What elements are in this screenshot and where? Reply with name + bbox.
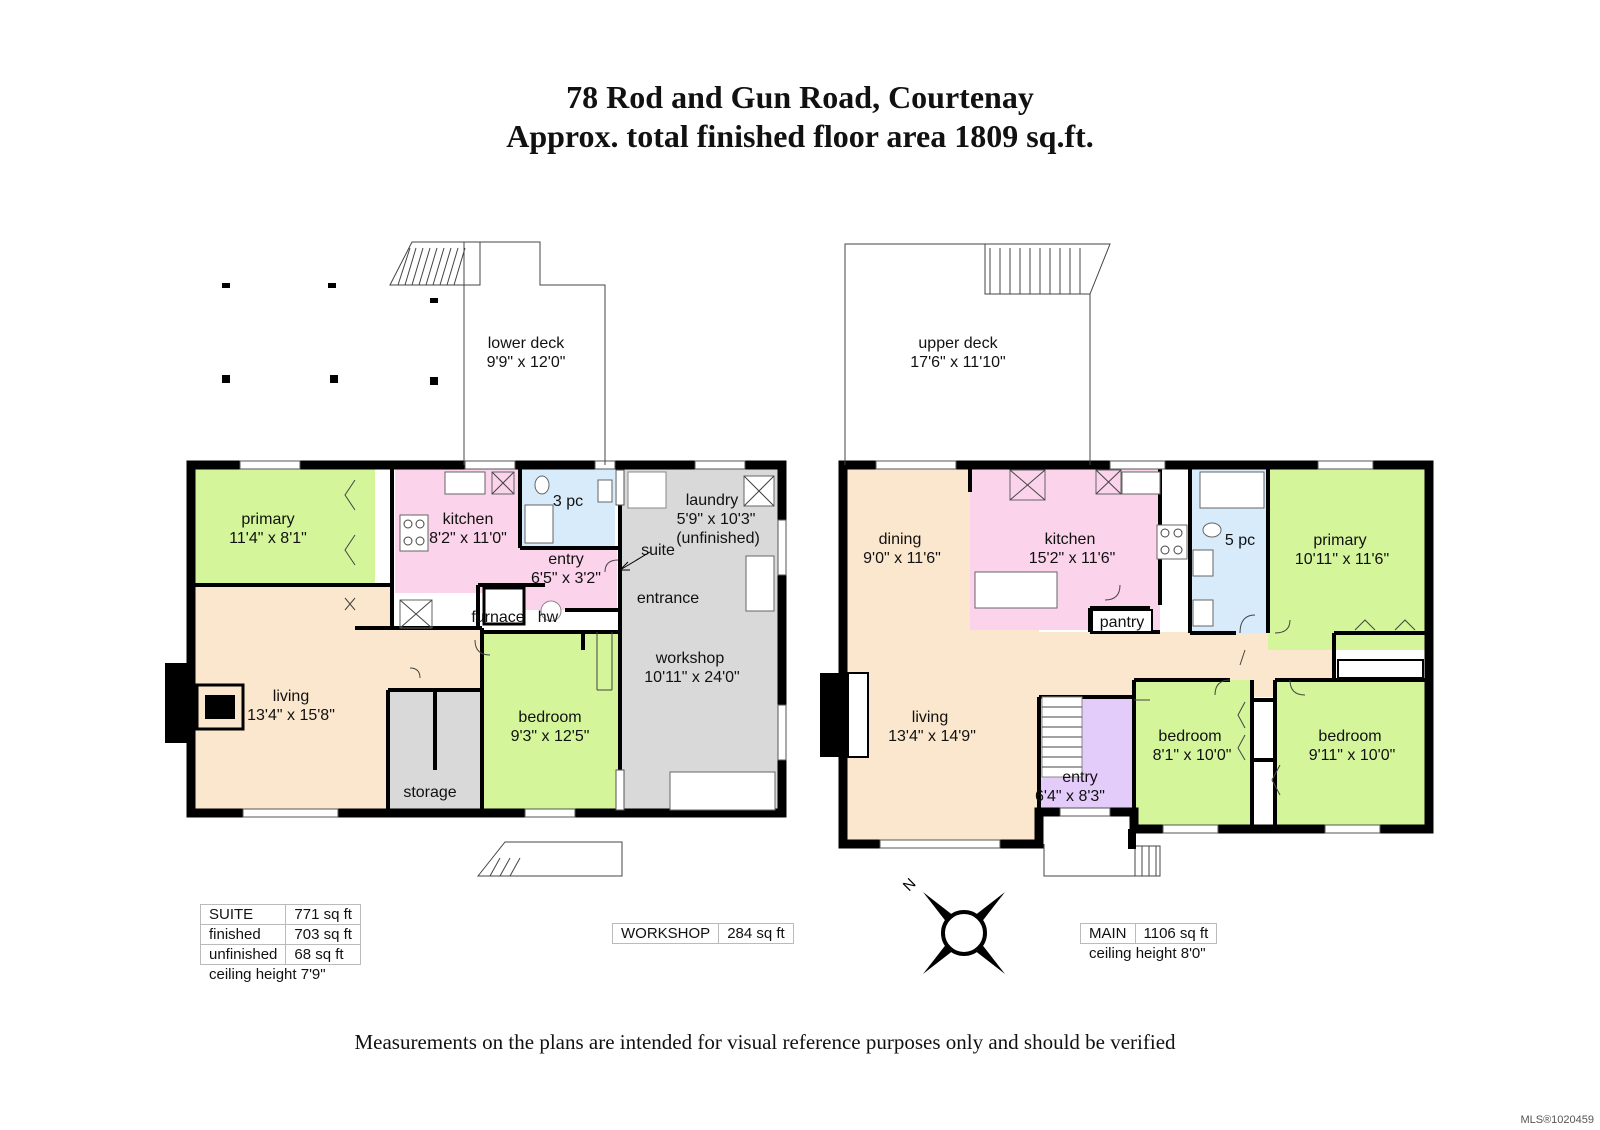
area-label: SUITE <box>199 904 287 925</box>
fireplace-hearth <box>195 683 245 731</box>
total-area-title: Approx. total finished floor area 1809 s… <box>506 118 1094 154</box>
suite-bedroom-name: bedroom <box>518 709 581 726</box>
suite-living-size: 13'4" x 15'8" <box>247 707 335 724</box>
lower-deck-size: 9'9" x 12'0" <box>487 354 566 371</box>
workshop-area-value: 284 sq ft <box>718 923 794 944</box>
suite-living-name: living <box>273 688 309 705</box>
storage-label: storage <box>403 784 456 801</box>
main-chimney <box>820 673 848 757</box>
suite-hall <box>390 628 482 688</box>
workshop-name: workshop <box>655 650 725 667</box>
bedroom-a-size: 8'1" x 10'0" <box>1153 747 1232 764</box>
main-area-value: 1106 sq ft <box>1134 923 1218 944</box>
suite-entry-name: entry <box>548 551 584 568</box>
main-entry-size: 6'4" x 8'3" <box>1035 788 1105 805</box>
suite-entrance-line1: suite <box>641 542 675 559</box>
suite-fireplace <box>205 695 235 719</box>
suite-ceiling-height: ceiling height 7'9" <box>209 966 326 983</box>
bedroom-a-room <box>1134 680 1252 825</box>
area-value: 771 sq ft <box>285 904 361 925</box>
main-primary-name: primary <box>1313 532 1366 549</box>
suite-entrance-line2: entrance <box>637 590 699 607</box>
main-living-name: living <box>912 709 948 726</box>
suite-bedroom-size: 9'3" x 12'5" <box>511 728 590 745</box>
main-kitchen-name: kitchen <box>1045 531 1096 548</box>
suite-primary-size: 11'4" x 8'1" <box>229 530 307 547</box>
main-floor: upper deck 17'6" x 11'10" dining 9'0" x … <box>820 243 1434 877</box>
main-entry-name: entry <box>1062 769 1098 786</box>
workshop-area-label: WORKSHOP <box>611 923 720 944</box>
suite-chimney <box>165 663 193 743</box>
area-label: finished <box>199 924 287 945</box>
area-value: 703 sq ft <box>285 924 361 945</box>
laundry-size: 5'9" x 10'3" <box>677 511 756 528</box>
main-primary-room <box>1268 468 1425 650</box>
area-value: 68 sq ft <box>285 944 361 965</box>
compass-rose-icon <box>922 891 1006 975</box>
furnace-label: furnace <box>471 609 524 626</box>
main-primary-size: 10'11" x 11'6" <box>1295 551 1389 568</box>
dining-name: dining <box>879 531 922 548</box>
workshop-size: 10'11" x 24'0" <box>644 669 739 686</box>
laundry-note: (unfinished) <box>676 530 760 547</box>
main-kitchen-size: 15'2" x 11'6" <box>1029 550 1116 567</box>
main-bath-name: 5 pc <box>1225 532 1255 549</box>
main-living-size: 13'4" x 14'9" <box>888 728 976 745</box>
suite-entry-room <box>520 548 617 610</box>
bedroom-a-name: bedroom <box>1158 728 1221 745</box>
bedroom-b-name: bedroom <box>1318 728 1381 745</box>
bedroom-b-room <box>1275 680 1425 825</box>
hw-label: hw <box>538 609 559 626</box>
measurement-disclaimer: Measurements on the plans are intended f… <box>354 1030 1176 1054</box>
workshop-room <box>620 465 778 810</box>
suite-primary-room <box>195 465 375 585</box>
suite-kitchen-name: kitchen <box>443 511 494 528</box>
main-hearth <box>847 672 869 758</box>
bedroom-b-size: 9'11" x 10'0" <box>1309 747 1396 764</box>
main-area-label: MAIN <box>1080 923 1136 944</box>
suite-primary-name: primary <box>241 511 294 528</box>
suite-bath-name: 3 pc <box>553 493 583 510</box>
suite-kitchen-size: 8'2" x 11'0" <box>429 530 507 547</box>
compass-north-label: N <box>900 875 920 895</box>
main-ceiling-height: ceiling height 8'0" <box>1089 945 1206 962</box>
mls-number: MLS®1020459 <box>1520 1114 1594 1126</box>
upper-deck-size: 17'6" x 11'10" <box>910 354 1005 371</box>
lower-deck-name: lower deck <box>488 335 565 352</box>
suite-entry-size: 6'5" x 3'2" <box>531 570 601 587</box>
lower-floor: lower deck 9'9" x 12'0" primary 11'4" x … <box>165 241 787 877</box>
upper-deck-name: upper deck <box>918 335 998 352</box>
laundry-name: laundry <box>686 492 738 509</box>
area-label: unfinished <box>199 944 287 965</box>
plan-address-title: 78 Rod and Gun Road, Courtenay <box>566 79 1034 115</box>
pantry-label: pantry <box>1100 614 1144 631</box>
dining-size: 9'0" x 11'6" <box>863 550 941 567</box>
